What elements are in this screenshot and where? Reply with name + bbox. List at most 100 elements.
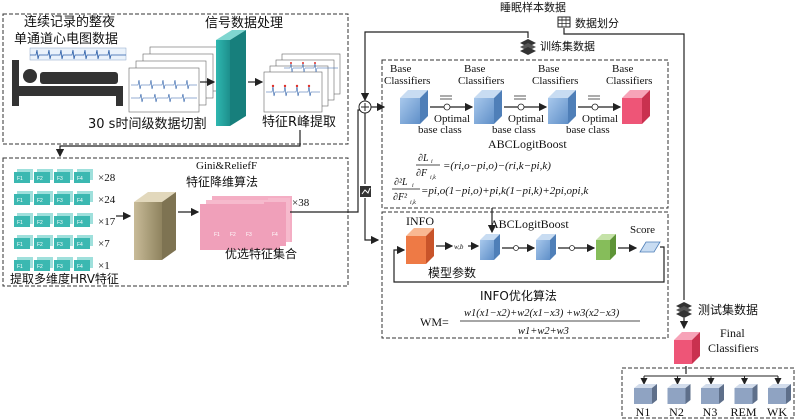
base-classifiers-1-line2: Classifiers bbox=[384, 75, 430, 87]
final-classifier-cube bbox=[674, 332, 700, 364]
hrv-feature-tile-label: F3 bbox=[57, 220, 63, 226]
ecg-strip bbox=[29, 47, 127, 61]
hrv-feature-tile-label: F4 bbox=[77, 220, 83, 226]
hrv-feature-tile: F4 bbox=[74, 235, 93, 249]
sleeping-person-bed-icon bbox=[12, 60, 123, 106]
svg-text:∂L: ∂L bbox=[418, 153, 429, 164]
hrv-feature-tile-label: F1 bbox=[17, 198, 23, 204]
gradient-equation: ∂L i ∂F i,k =(ri,o−pi,o)−(ri,k−pi,k) bbox=[416, 153, 551, 181]
panel1-title-line2: 单通道心电图数据 bbox=[14, 32, 118, 47]
hessian-equation: ∂²L i ∂F² i,k =pi,o(1−pi,o)+pi,k(1−pi,k)… bbox=[392, 177, 589, 206]
svg-text:i: i bbox=[412, 183, 414, 189]
hrv-label: 提取多维度HRV特征 bbox=[10, 271, 119, 286]
wb-param: w,b bbox=[454, 243, 464, 251]
hrv-feature-tile-label: F3 bbox=[57, 242, 63, 248]
hrv-feature-tile: F3 bbox=[54, 169, 73, 183]
svg-text:i,k: i,k bbox=[410, 200, 416, 206]
base-classifier-cube-2 bbox=[474, 90, 502, 124]
hrv-feature-tile: F3 bbox=[54, 257, 73, 271]
opt-feature-f2: F2 bbox=[230, 232, 236, 238]
sleep-samples-label: 睡眠样本数据 bbox=[500, 0, 566, 14]
hrv-feature-tile: F1 bbox=[14, 169, 33, 183]
base-classifiers-4-line1: Base bbox=[612, 63, 634, 75]
model-params-label: 模型参数 bbox=[428, 265, 476, 280]
hrv-feature-tile: F4 bbox=[74, 213, 93, 227]
hrv-feature-tile: F2 bbox=[34, 191, 53, 205]
panel-signal-processing bbox=[2, 13, 349, 145]
layers-icon-test bbox=[676, 302, 692, 318]
aggregate-circle bbox=[358, 100, 372, 114]
class-node-n2: N2 bbox=[667, 376, 691, 419]
hrv-feature-tile: F3 bbox=[54, 191, 73, 205]
r-peak-stack bbox=[263, 53, 341, 113]
panel-abclogitboost bbox=[381, 59, 669, 209]
info-abc-title: ABCLogitBoost bbox=[490, 217, 569, 231]
hrv-feature-tile-label: F3 bbox=[57, 198, 63, 204]
feature-count-labels: ×28 ×24 ×17 ×7 ×1 bbox=[98, 172, 116, 272]
wm-numerator: w1(x1−x2)+w2(x1−x3) +w3(x2−x3) bbox=[464, 308, 620, 319]
feature-reduction-label: 特征降维算法 bbox=[186, 174, 258, 189]
final-label-line1: Final bbox=[720, 326, 745, 340]
count-label-24: ×24 bbox=[98, 194, 116, 206]
count-label-7: ×7 bbox=[98, 238, 110, 250]
hrv-feature-tile-label: F1 bbox=[17, 176, 23, 182]
base-classifiers-1-line1: Base bbox=[390, 63, 412, 75]
panel-info-optimization bbox=[381, 211, 669, 339]
hrv-feature-tile: F2 bbox=[34, 257, 53, 271]
class-label-n1: N1 bbox=[636, 405, 651, 419]
final-label-line2: Classifiers bbox=[708, 341, 759, 355]
hrv-feature-tile: F4 bbox=[74, 257, 93, 271]
count-label-28: ×28 bbox=[98, 172, 116, 184]
hrv-feature-tile: F1 bbox=[14, 235, 33, 249]
base-classifiers-3-line1: Base bbox=[538, 63, 560, 75]
gini-relief-label: Gini&ReliefF bbox=[196, 160, 257, 172]
trend-icon bbox=[360, 186, 371, 197]
info-opt-label: INFO优化算法 bbox=[480, 288, 557, 303]
svg-text:∂²L: ∂²L bbox=[394, 177, 408, 188]
svg-text:i: i bbox=[431, 159, 433, 165]
hrv-feature-tile: F4 bbox=[74, 169, 93, 183]
class-label-wk: WK bbox=[767, 405, 787, 419]
r-peak-label: 特征R峰提取 bbox=[262, 114, 336, 130]
segmentation-label: 30 s时间级数据切割 bbox=[88, 116, 206, 132]
hrv-feature-tile-label: F4 bbox=[77, 198, 83, 204]
x38-label: ×38 bbox=[292, 197, 310, 209]
hrv-feature-tile-label: F2 bbox=[37, 176, 43, 182]
score-label: Score bbox=[630, 224, 655, 236]
layers-icon-train bbox=[520, 39, 536, 55]
optimal-3-line1: Optimal bbox=[582, 113, 618, 125]
gini-relief-block bbox=[134, 192, 176, 260]
wm-formula: WM= w1(x1−x2)+w2(x1−x3) +w3(x2−x3) w1+w2… bbox=[420, 308, 640, 337]
wm-denominator: w1+w2+w3 bbox=[518, 326, 569, 337]
hrv-feature-tile-label: F4 bbox=[77, 264, 83, 270]
base-classifiers-2-line2: Classifiers bbox=[458, 75, 504, 87]
score-parallelogram bbox=[639, 241, 661, 253]
hrv-feature-tile-label: F2 bbox=[37, 198, 43, 204]
optimal-feature-set: F1 F2 F3 F4 bbox=[200, 196, 292, 250]
info-cube bbox=[406, 228, 434, 264]
hrv-feature-tile: F3 bbox=[54, 235, 73, 249]
panel1-title-line1: 连续记录的整夜 bbox=[24, 14, 115, 30]
info-label: INFO bbox=[406, 214, 434, 228]
hrv-feature-tile-label: F2 bbox=[37, 242, 43, 248]
class-node-n3: N3 bbox=[701, 376, 724, 419]
eq1-text: =(ri,o−pi,o)−(ri,k−pi,k) bbox=[443, 160, 551, 172]
optimal-2-line2: base class bbox=[492, 124, 536, 136]
hrv-feature-tile-label: F1 bbox=[17, 264, 23, 270]
hrv-feature-tile: F4 bbox=[74, 191, 93, 205]
optimal-1-line1: Optimal bbox=[434, 113, 470, 125]
hrv-feature-tile: F1 bbox=[14, 191, 33, 205]
hrv-feature-tile-label: F2 bbox=[37, 220, 43, 226]
svg-text:∂F²: ∂F² bbox=[393, 192, 408, 203]
abc-title: ABCLogitBoost bbox=[488, 137, 567, 151]
base-classifier-cube-1 bbox=[400, 90, 428, 124]
base-classifier-cube-4-pink bbox=[622, 90, 650, 124]
hrv-feature-tile-label: F1 bbox=[17, 220, 23, 226]
info-green-cube bbox=[596, 234, 616, 260]
count-label-1: ×1 bbox=[98, 260, 110, 272]
hrv-feature-tile-label: F4 bbox=[77, 242, 83, 248]
cube-connectors bbox=[430, 95, 622, 112]
